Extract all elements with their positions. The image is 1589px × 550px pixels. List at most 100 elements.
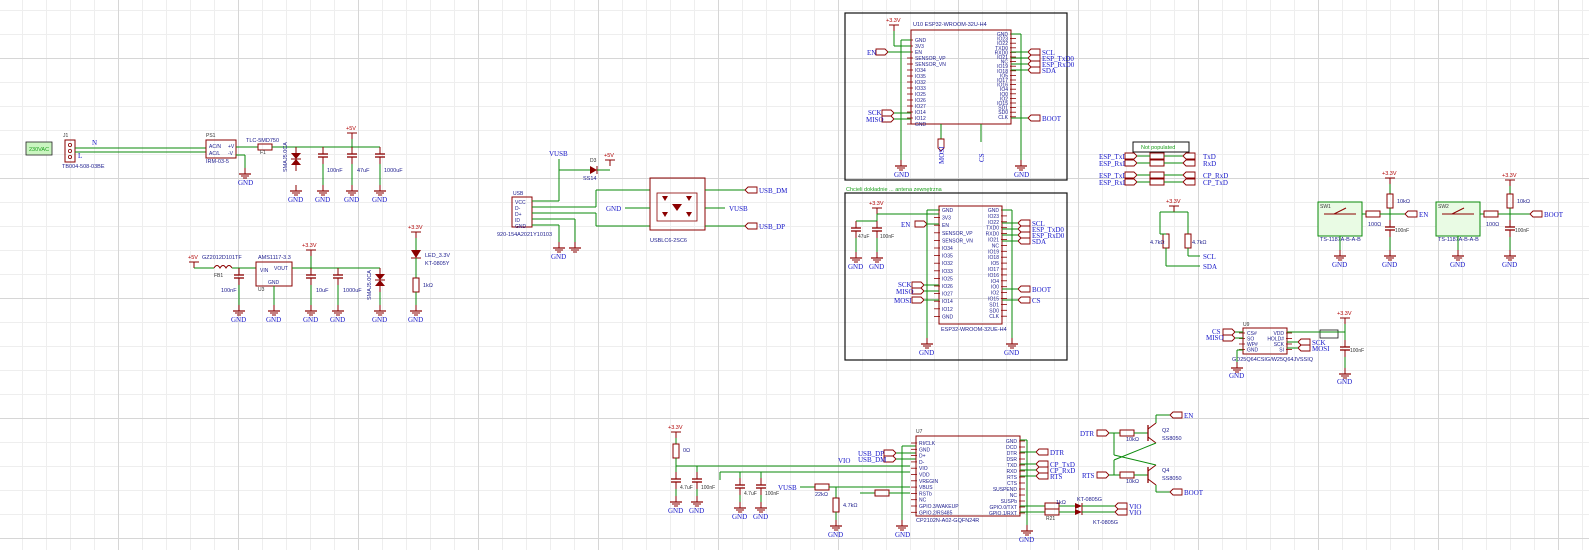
- esp-u10-left-pin-9: IO25: [915, 92, 926, 98]
- svg-text:SS8050: SS8050: [1162, 436, 1182, 442]
- auto-reset-section: DTR 10kΩ EN Q2 SS8050 RTS 10kΩ BOOT Q4 S…: [1080, 411, 1204, 497]
- esp-u8-right-pin-3: TXD0: [986, 226, 999, 232]
- svg-text:SS14: SS14: [583, 176, 596, 182]
- svg-text:F1: F1: [260, 150, 266, 156]
- esp-u10-left-pin-11: IO27: [915, 104, 926, 110]
- svg-text:GND: GND: [330, 316, 345, 324]
- esp-u10-right-pin-11: IO16: [997, 83, 1008, 89]
- esp-u8-left-pin-10: IO26: [942, 284, 953, 290]
- esp-u8-right-pin-2: IO22: [988, 220, 999, 226]
- cp-right-pin-12: GPIO.1/RXT: [989, 511, 1017, 517]
- esp-note: Chcieli dokładnie ... antena zewnętrzna: [846, 187, 943, 193]
- svg-text:+3.3V: +3.3V: [408, 225, 423, 231]
- svg-text:MOSI: MOSI: [1312, 345, 1330, 353]
- esp-u10-left-pin-0: GND: [915, 38, 927, 44]
- svg-text:SCL: SCL: [1042, 49, 1055, 57]
- svg-text:0Ω: 0Ω: [683, 448, 690, 454]
- esp-u8-right-pin-4: RXD0: [986, 232, 1000, 238]
- svg-text:CP_TxD: CP_TxD: [1203, 179, 1228, 187]
- fuse-part: TLC-5MD750: [246, 138, 279, 144]
- svg-text:+3.3V: +3.3V: [302, 243, 317, 249]
- svg-text:100nF: 100nF: [880, 234, 894, 240]
- svg-text:FB1: FB1: [214, 273, 223, 279]
- tb-part: TB004-508-03BE: [62, 164, 105, 170]
- svg-text:GND: GND: [753, 513, 768, 521]
- svg-text:100nF: 100nF: [1515, 228, 1529, 234]
- usb-part: 920-154A2021Y10103: [497, 232, 552, 238]
- esp-u8-right-pin-5: IO21: [988, 238, 999, 244]
- flash-right-pin-2: SCK: [1274, 342, 1285, 348]
- svg-text:GND: GND: [689, 507, 704, 515]
- svg-text:SDA: SDA: [1032, 238, 1046, 246]
- cp-left-pin-5: VDD: [919, 473, 930, 479]
- svg-text:GND: GND: [606, 205, 621, 213]
- flash-left-pin-2: WP#: [1247, 342, 1258, 348]
- svg-text:GND: GND: [732, 513, 747, 521]
- flash-left-pin-0: CS#: [1247, 331, 1257, 337]
- svg-text:SCK: SCK: [1312, 339, 1326, 347]
- cp-right-pin-3: DSR: [1006, 457, 1017, 463]
- esp-u10-right-pin-0: GND: [997, 32, 1009, 38]
- svg-text:VIO: VIO: [838, 457, 850, 465]
- svg-text:+3.3V: +3.3V: [1382, 171, 1397, 177]
- svg-text:47uF: 47uF: [357, 168, 370, 174]
- svg-text:TS-1187A-B-A-B: TS-1187A-B-A-B: [1320, 237, 1361, 243]
- svg-text:GND: GND: [288, 196, 303, 204]
- cp-left-pin-2: D+: [919, 454, 926, 460]
- pwr-5v-a: +5V: [346, 126, 356, 132]
- svg-text:BOOT: BOOT: [1544, 211, 1564, 219]
- svg-text:GND: GND: [668, 507, 683, 515]
- cp-right-pin-4: TXD: [1007, 463, 1017, 469]
- cp-right-pin-0: GND: [1006, 439, 1018, 445]
- esp-u8-body: [938, 205, 1003, 325]
- svg-text:SW2: SW2: [1438, 204, 1449, 210]
- svg-text:BOOT: BOOT: [1042, 115, 1062, 123]
- svg-text:10uF: 10uF: [316, 288, 329, 294]
- svg-text:-V: -V: [228, 151, 234, 157]
- svg-text:EN: EN: [901, 221, 910, 229]
- svg-text:SCL: SCL: [1203, 253, 1216, 261]
- net-usb-dp: USB_DP: [759, 223, 785, 231]
- svg-text:GND: GND: [919, 349, 934, 357]
- cp-right-pin-2: DTR: [1007, 451, 1018, 457]
- svg-text:AC/N: AC/N: [209, 144, 221, 150]
- esp-u10-right-pin-17: SD0: [998, 110, 1008, 116]
- esp-u8-title: ESP32-WROOM-32UE-H4: [941, 327, 1007, 333]
- esp-u8-right-pin-13: IO0: [991, 285, 999, 291]
- mains-label: 230VAC: [29, 147, 49, 153]
- esp-u10-right-pin-10: IO17: [997, 78, 1008, 84]
- svg-text:1kΩ: 1kΩ: [1056, 500, 1066, 506]
- esp-u8-right-pin-18: CLK: [989, 314, 999, 320]
- esp-u8-left-pin-3: SENSOR_VP: [942, 231, 973, 237]
- svg-text:GND: GND: [1382, 261, 1397, 269]
- esp-u10-right-pin-18: CLK: [998, 115, 1008, 121]
- svg-text:KT-0805G: KT-0805G: [1093, 520, 1118, 526]
- cp-left-pin-4: VIO: [919, 466, 928, 472]
- terminal-block-tb1: [64, 139, 76, 163]
- svg-text:4.7uF: 4.7uF: [680, 485, 693, 491]
- cp-right-pin-6: RTS: [1007, 475, 1018, 481]
- svg-text:GND: GND: [515, 224, 527, 230]
- esp-u10-frame: [844, 12, 1068, 181]
- esp-u8-right-pin-9: IO5: [991, 261, 999, 267]
- svg-text:SMAJ5.0CA: SMAJ5.0CA: [367, 270, 373, 300]
- svg-text:ESP_RxD0: ESP_RxD0: [1099, 179, 1132, 187]
- esp-u10-left-pin-13: IO12: [915, 116, 926, 122]
- svg-text:Not populated: Not populated: [1141, 145, 1175, 151]
- flash-left-pin-1: SO: [1247, 337, 1254, 343]
- flash-left-pin-3: GND: [1247, 348, 1259, 354]
- esp-u10-left-pin-12: IO14: [915, 110, 926, 116]
- svg-text:RTS: RTS: [1050, 473, 1063, 481]
- svg-text:1000uF: 1000uF: [343, 288, 362, 294]
- svg-text:GND: GND: [828, 531, 843, 539]
- svg-text:CS: CS: [1212, 328, 1221, 336]
- esp-u8-left-pin-14: GND: [942, 314, 954, 320]
- svg-text:10kΩ: 10kΩ: [1517, 199, 1530, 205]
- ams-part: AMS1117-3.3: [258, 255, 291, 261]
- svg-text:100nF: 100nF: [765, 491, 779, 497]
- esp-u10-right-pin-6: NC: [1001, 60, 1009, 66]
- svg-text:GND: GND: [895, 531, 910, 539]
- irm-module: [205, 139, 237, 159]
- svg-text:AC/L: AC/L: [209, 151, 220, 157]
